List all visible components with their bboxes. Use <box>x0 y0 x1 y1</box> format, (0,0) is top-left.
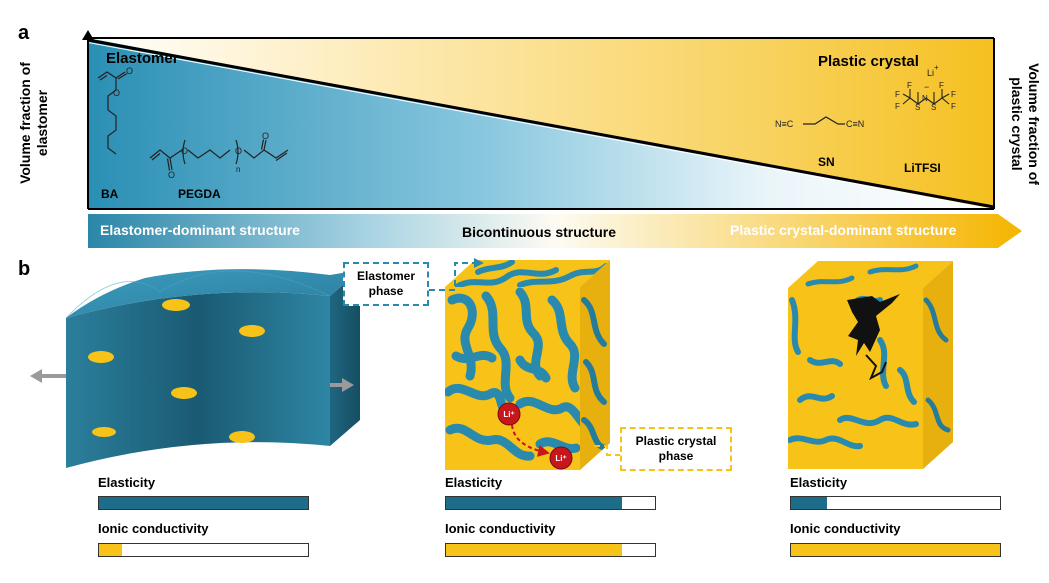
pegda-molecule-structure <box>149 139 289 171</box>
plastic-crystal-dot <box>92 427 116 437</box>
plastic-block-side <box>923 261 953 469</box>
plastic-crystal-dot <box>171 387 197 399</box>
panel-a: O O O O O O n N≡C C≡N <box>82 30 995 210</box>
panel-b-label: b <box>18 258 31 280</box>
right-axis-line-2: plastic crystal <box>1009 77 1025 171</box>
conductivity-bar-bicontinuous <box>445 543 656 557</box>
ba-oxygen-1: O <box>126 66 133 76</box>
ba-oxygen-2: O <box>113 88 120 98</box>
elastomer-block-top <box>66 269 360 318</box>
litfsi-n: N <box>922 94 928 103</box>
plastic-phase-line-2: phase <box>658 449 694 463</box>
litfsi-f-1: F <box>895 90 900 99</box>
structure-arrow-body <box>88 214 1022 248</box>
elasticity-bar-elastomer-dominant <box>98 496 309 510</box>
elasticity-bar-bicontinuous <box>445 496 656 510</box>
right-axis-label: Volume fraction of plastic crystal <box>1008 63 1042 185</box>
conductivity-fill-plastic-crystal-dominant <box>791 544 1000 556</box>
li-ion-path <box>511 424 550 457</box>
diagonal-divider-light <box>87 42 995 210</box>
diagonal-divider <box>87 38 995 209</box>
ba-label: BA <box>101 187 119 201</box>
litfsi-s-right: S <box>931 103 936 112</box>
conductivity-fill-elastomer-dominant <box>99 544 122 556</box>
sn-molecule-structure <box>803 116 845 125</box>
elasticity-bar-plastic-crystal-dominant <box>790 496 1001 510</box>
litfsi-f-4: F <box>951 90 956 99</box>
panel-a-label: a <box>18 22 30 44</box>
elastomer-block-side <box>330 270 360 446</box>
sn-right-nitrile: C≡N <box>846 119 864 129</box>
li-ion-start <box>497 402 521 426</box>
crack-branch <box>865 354 887 381</box>
conductivity-fill-bicontinuous <box>446 544 622 556</box>
conductivity-label-2: Ionic conductivity <box>445 521 556 536</box>
plastic-crystal-title: Plastic crystal <box>818 53 919 70</box>
elasticity-fill-bicontinuous <box>446 497 622 509</box>
elastomer-title: Elastomer <box>106 50 179 67</box>
plastic-crystal-block <box>788 261 953 469</box>
plastic-phase-line-1: Plastic crystal <box>635 434 717 448</box>
right-axis-line-1: Volume fraction of <box>1026 63 1042 185</box>
bicontinuous-block-side <box>580 260 610 470</box>
elasticity-fill-elastomer-dominant <box>99 497 308 509</box>
elastomer-phase-line-1: Elastomer <box>356 269 416 283</box>
li-ion-start-label: Li⁺ <box>503 410 514 419</box>
stretch-arrow-right <box>330 378 354 392</box>
bicontinuous-block: Li⁺ Li⁺ <box>429 258 620 470</box>
li-ion-end-label: Li⁺ <box>555 454 566 463</box>
plastic-crystal-dot <box>229 431 255 443</box>
elasticity-fill-plastic-crystal-dominant <box>791 497 827 509</box>
litfsi-molecule-structure <box>902 89 950 105</box>
litfsi-label: LiTFSI <box>904 161 941 175</box>
pegda-oxygen-3: O <box>168 170 175 180</box>
elastomer-block-front <box>66 292 330 468</box>
litfsi-li: Li <box>927 68 934 78</box>
sn-left-nitrile: N≡C <box>775 119 794 129</box>
left-axis-line-1: Volume fraction of <box>17 62 33 184</box>
stretch-arrow-left <box>30 369 66 383</box>
conductivity-label-3: Ionic conductivity <box>790 521 901 536</box>
elasticity-label-2: Elasticity <box>445 475 503 490</box>
pegda-oxygen-2: O <box>235 146 242 156</box>
litfsi-li-charge: + <box>934 63 939 72</box>
arrow-label-plastic-dominant: Plastic crystal-dominant structure <box>730 222 957 238</box>
pegda-subscript-n: n <box>236 165 240 174</box>
plastic-crystal-dot <box>162 299 190 311</box>
left-axis-label: Volume fraction of elastomer <box>17 62 51 184</box>
litfsi-f-5: F <box>951 102 956 111</box>
litfsi-f-6: F <box>939 81 944 90</box>
elasticity-label-3: Elasticity <box>790 475 848 490</box>
pegda-label: PEGDA <box>178 187 221 201</box>
left-axis-line-2: elastomer <box>34 89 50 157</box>
arrow-label-bicontinuous: Bicontinuous structure <box>462 224 617 240</box>
arrow-label-elastomer-dominant: Elastomer-dominant structure <box>100 222 300 238</box>
elastomer-phase-line-2: phase <box>368 284 404 298</box>
elasticity-label-1: Elasticity <box>98 475 156 490</box>
sn-label: SN <box>818 155 835 169</box>
conductivity-bar-plastic-crystal-dominant <box>790 543 1001 557</box>
elastomer-phase-pointer <box>429 262 478 291</box>
structure-arrow <box>88 214 1022 248</box>
conductivity-label-1: Ionic conductivity <box>98 521 209 536</box>
pegda-oxygen-4: O <box>262 131 269 141</box>
litfsi-f-3: F <box>907 81 912 90</box>
pegda-oxygen-1: O <box>181 146 188 156</box>
elastomer-block <box>30 269 360 468</box>
crack <box>847 294 900 356</box>
litfsi-n-charge: − <box>924 82 929 92</box>
ba-molecule-structure <box>97 71 128 155</box>
litfsi-f-2: F <box>895 102 900 111</box>
li-ion-end <box>549 446 573 470</box>
conductivity-bar-elastomer-dominant <box>98 543 309 557</box>
plastic-crystal-dot <box>88 351 114 363</box>
plastic-crystal-dot <box>239 325 265 337</box>
litfsi-s-left: S <box>915 103 920 112</box>
